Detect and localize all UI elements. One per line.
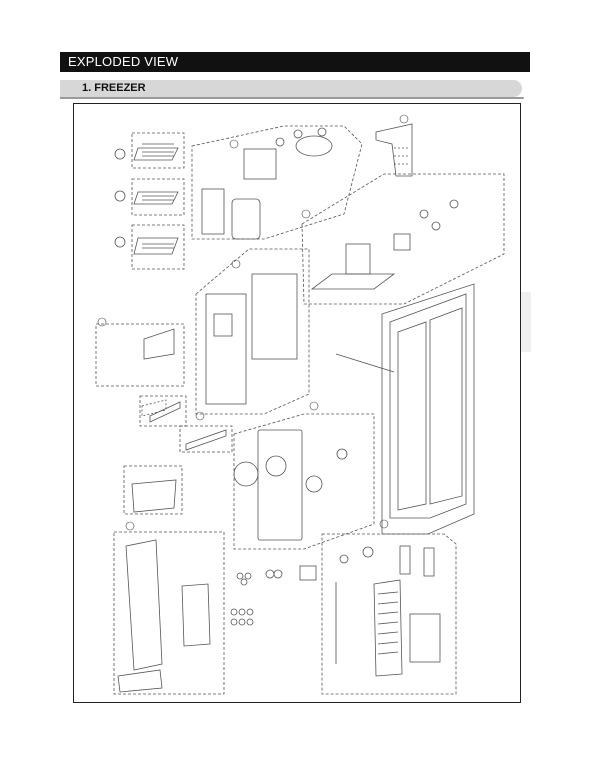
center-panel: [195, 248, 310, 415]
refrigerator-cabinet: [335, 283, 475, 535]
bottom-cover-group: [113, 531, 225, 695]
fan-assembly-group: [95, 323, 185, 417]
guide-rails: [139, 395, 233, 453]
evaporator-cover-group: [233, 413, 375, 550]
exploded-view-diagram: [73, 103, 521, 703]
evaporator-group: [321, 533, 457, 695]
small-parts-group: [230, 565, 317, 626]
freezer-basket: [123, 465, 183, 515]
section-heading-shadow: [60, 97, 524, 99]
ice-maker-group: [191, 125, 363, 240]
shelf-group: [114, 132, 185, 270]
page-title: EXPLODED VIEW: [60, 52, 530, 72]
callout-bubbles: [97, 114, 409, 531]
control-module-group: [301, 173, 505, 305]
back-panel: [375, 123, 413, 177]
diagram-svg: [95, 114, 505, 695]
section-heading: 1. FREEZER: [60, 80, 522, 97]
